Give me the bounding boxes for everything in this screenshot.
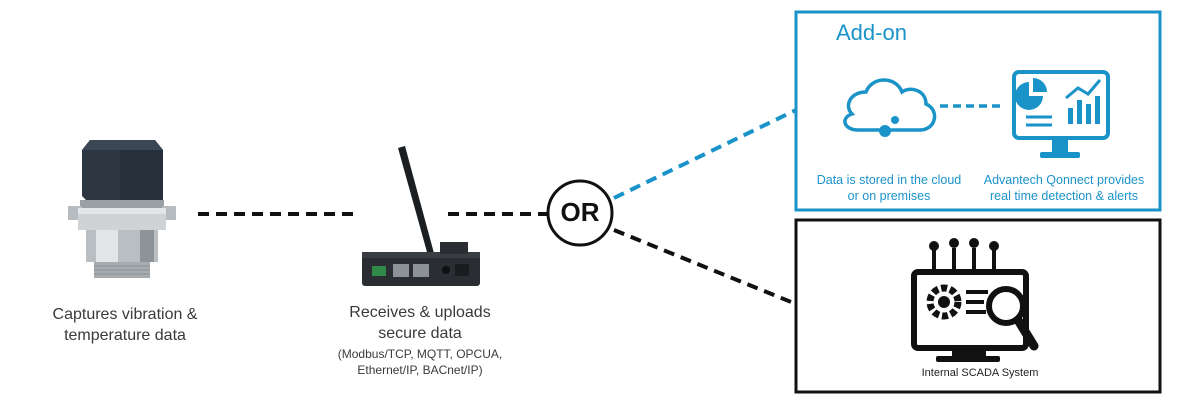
cloud-gear-icon	[843, 78, 937, 137]
scada-gear-magnifier-icon	[911, 238, 1039, 362]
or-connector-circle	[546, 179, 614, 247]
or-label: OR	[560, 197, 600, 227]
sensor-caption-line1: Captures vibration &	[52, 306, 198, 323]
cloud-caption-line1: Data is stored in the cloud	[816, 173, 962, 187]
addon-box	[794, 10, 1162, 212]
gateway-protocols-line2: Ethernet/IP, BACnet/IP)	[357, 363, 483, 377]
scada-box	[794, 218, 1162, 394]
dashed-link-or-addon	[613, 108, 797, 200]
sensor-icon	[68, 140, 176, 278]
scada-label: Internal SCADA System	[921, 367, 1039, 379]
gateway-caption: Receives & uploads secure data	[310, 302, 530, 344]
gateway-icon	[362, 146, 480, 286]
cloud-caption: Data is stored in the cloud or on premis…	[806, 172, 972, 204]
gateway-caption-line1: Receives & uploads	[349, 304, 491, 321]
monitor-caption: Advantech Qonnect provides real time det…	[976, 172, 1152, 204]
sensor-caption: Captures vibration & temperature data	[10, 304, 240, 346]
monitor-caption-line1: Advantech Qonnect provides	[983, 173, 1145, 187]
dashboard-monitor-icon	[1012, 70, 1110, 158]
dashed-link-or-scada	[613, 228, 797, 306]
gateway-protocols-line1: (Modbus/TCP, MQTT, OPCUA,	[337, 347, 503, 361]
addon-title: Add-on	[836, 20, 907, 45]
monitor-caption-line2: real time detection & alerts	[990, 189, 1138, 203]
sensor-caption-line2: temperature data	[64, 327, 186, 344]
cloud-caption-line2: or on premises	[847, 189, 931, 203]
gateway-caption-line2: secure data	[378, 325, 462, 342]
gateway-protocols: (Modbus/TCP, MQTT, OPCUA, Ethernet/IP, B…	[310, 346, 530, 378]
